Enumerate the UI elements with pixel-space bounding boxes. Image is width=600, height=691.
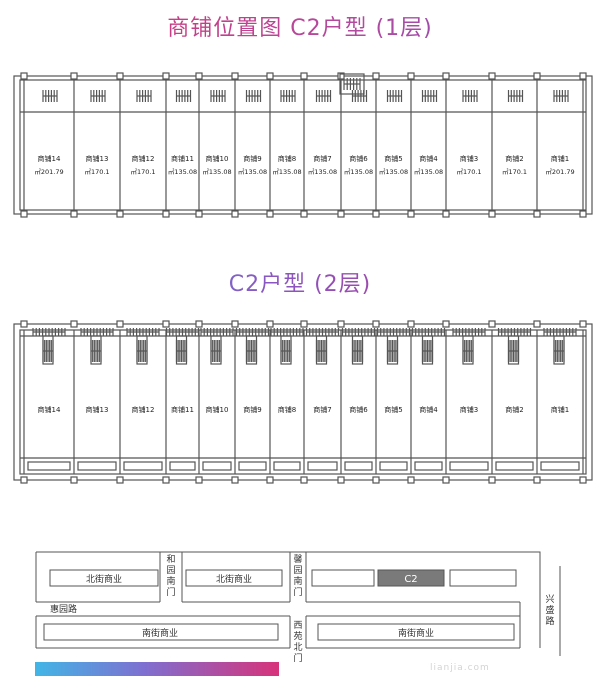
floor1-shop-area: ㎡135.08 xyxy=(414,167,443,176)
floor1-shop-name: 商铺2 xyxy=(505,154,523,163)
c2-highlight-block xyxy=(377,569,445,587)
road-right-label: 兴盛路 xyxy=(545,594,554,627)
floor1-shop-area: ㎡135.08 xyxy=(238,167,267,176)
floor1-shop-area: ㎡170.1 xyxy=(130,167,155,176)
svg-text:门: 门 xyxy=(293,586,302,598)
floor2-shop-name: 商铺14 xyxy=(38,405,61,414)
svg-text:兴: 兴 xyxy=(545,594,554,605)
north-commercial-left-block xyxy=(49,569,159,587)
svg-text:和: 和 xyxy=(166,554,175,565)
svg-text:苑: 苑 xyxy=(293,630,302,642)
gradient-bar xyxy=(35,662,279,676)
south-commercial-left-label: 南街商业 xyxy=(142,627,178,639)
floor2-plan: 商铺14 商铺13 商铺12 商铺11 商铺10 商铺9 商铺8 商铺7 商铺6 商铺5 商铺4 商铺… xyxy=(13,320,593,484)
north-commercial-mid-block xyxy=(185,569,283,587)
svg-text:门: 门 xyxy=(293,652,302,664)
svg-text:园: 园 xyxy=(166,565,175,576)
page-title-floor2: C2户型 (2层) xyxy=(0,266,600,298)
floor1-shop-area: ㎡170.1 xyxy=(502,167,527,176)
floor1-shop-area: ㎡135.08 xyxy=(379,167,408,176)
svg-text:盛: 盛 xyxy=(545,604,554,616)
floor1-shop-name: 商铺1 xyxy=(551,154,569,163)
floor1-shop-name: 商铺7 xyxy=(313,154,331,163)
floor2-shop-name: 商铺11 xyxy=(171,405,194,414)
floor1-shop-name: 商铺14 xyxy=(38,154,61,163)
floor1-shop-area: ㎡135.08 xyxy=(168,167,197,176)
floor1-shop-name: 商铺11 xyxy=(171,154,194,163)
floor1-shop-area: ㎡135.08 xyxy=(308,167,337,176)
svg-text:北: 北 xyxy=(293,642,302,653)
floor1-plan: 商铺14 ㎡201.79 商铺13 ㎡170.1 商铺12 ㎡170.1 商铺11 ㎡135.… xyxy=(13,72,593,218)
floor1-shop-name: 商铺12 xyxy=(132,154,155,163)
svg-text:门: 门 xyxy=(166,586,175,598)
floor2-shop-name: 商铺5 xyxy=(384,405,402,414)
floor2-shop-name: 商铺7 xyxy=(313,405,331,414)
block-right-of-c2 xyxy=(449,569,517,587)
block-left-of-c2 xyxy=(311,569,375,587)
floor1-shop-name: 商铺10 xyxy=(206,154,229,163)
south-commercial-left-block xyxy=(43,623,279,641)
svg-text:馨: 馨 xyxy=(293,553,302,565)
floor1-shop-area: ㎡135.08 xyxy=(272,167,301,176)
floor1-shop-name: 商铺8 xyxy=(278,154,296,163)
floor1-shop-name: 商铺3 xyxy=(460,154,478,163)
svg-text:园: 园 xyxy=(293,565,302,576)
floor1-shop-name: 商铺4 xyxy=(419,154,438,163)
floor2-shop-name: 商铺8 xyxy=(278,405,296,414)
floor1-shop-name: 商铺5 xyxy=(384,154,402,163)
page-title-floor1: 商铺位置图 C2户型 (1层) xyxy=(0,10,600,42)
road-left-label: 惠园路 xyxy=(50,603,77,615)
watermark: lianjia.com xyxy=(430,663,490,673)
floor2-shop-name: 商铺3 xyxy=(460,405,478,414)
svg-text:路: 路 xyxy=(545,615,554,627)
floor2-shop-name: 商铺6 xyxy=(349,405,368,414)
floor1-shop-area: ㎡201.79 xyxy=(34,167,63,176)
floor2-shop-name: 商铺4 xyxy=(419,405,438,414)
floor2-shop-name: 商铺13 xyxy=(86,405,109,414)
floor1-shop-area: ㎡170.1 xyxy=(84,167,109,176)
south-commercial-right-block xyxy=(317,623,515,641)
svg-text:南: 南 xyxy=(166,575,175,587)
floor2-shop-name: 商铺9 xyxy=(243,405,261,414)
floor2-shop-name: 商铺2 xyxy=(505,405,523,414)
c2-highlight-label: C2 xyxy=(404,574,417,585)
floor1-shop-name: 商铺6 xyxy=(349,154,368,163)
north-commercial-left-label: 北街商业 xyxy=(86,573,122,585)
svg-text:南: 南 xyxy=(293,575,302,587)
floor2-shop-name: 商铺1 xyxy=(551,405,569,414)
south-commercial-right-label: 南街商业 xyxy=(398,627,434,639)
svg-text:西: 西 xyxy=(293,620,302,631)
floor1-shop-area: ㎡201.79 xyxy=(545,167,574,176)
north-commercial-mid-label: 北街商业 xyxy=(216,573,252,585)
floor2-shop-name: 商铺12 xyxy=(132,405,155,414)
floor1-shop-area: ㎡135.08 xyxy=(202,167,231,176)
floor2-shop-name: 商铺10 xyxy=(206,405,229,414)
floor1-shop-name: 商铺13 xyxy=(86,154,109,163)
floor1-shop-area: ㎡135.08 xyxy=(344,167,373,176)
floor1-shop-name: 商铺9 xyxy=(243,154,261,163)
floor1-shop-area: ㎡170.1 xyxy=(456,167,481,176)
